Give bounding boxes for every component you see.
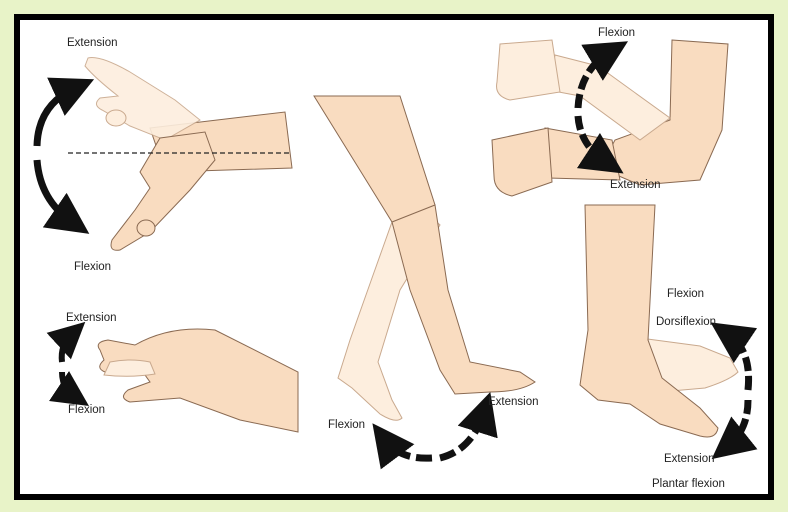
finger-flexion-arrow-icon <box>62 372 74 396</box>
wrist-hand-flexed <box>111 132 215 250</box>
label-ankle-plantar-flexion: Plantar flexion <box>652 478 725 490</box>
label-knee-extension: Extension <box>488 396 539 408</box>
label-wrist-extension: Extension <box>67 37 118 49</box>
label-elbow-flexion: Flexion <box>598 27 635 39</box>
label-knee-flexion: Flexion <box>328 419 365 431</box>
elbow-fist-flexed <box>497 40 560 100</box>
ankle-illustration: Flexion Dorsiflexion Extension Plantar f… <box>580 205 749 490</box>
elbow-fist-extended <box>492 128 552 196</box>
knee-leg-extended <box>392 205 535 394</box>
finger-flexed <box>104 360 155 376</box>
label-finger-flexion: Flexion <box>68 404 105 416</box>
label-ankle-extension: Extension <box>664 453 715 465</box>
ankle-plantar-flexion-arrow-icon <box>728 400 748 446</box>
wrist-hand-extended <box>85 58 200 140</box>
finger-illustration: Extension Flexion <box>62 312 298 432</box>
elbow-forearm-flexed <box>548 55 670 140</box>
finger-hand <box>98 329 298 432</box>
label-finger-extension: Extension <box>66 312 117 324</box>
finger-extension-arrow-icon <box>62 334 72 362</box>
wrist-illustration: Extension Flexion <box>37 37 292 273</box>
elbow-illustration: Flexion Extension <box>492 27 728 196</box>
label-wrist-flexion: Flexion <box>74 261 111 273</box>
label-ankle-dorsiflexion: Dorsiflexion <box>656 316 716 328</box>
knee-arrow-right-icon <box>440 412 484 458</box>
knee-arrow-icon <box>385 440 432 458</box>
knee-thigh <box>314 96 435 228</box>
label-elbow-extension: Extension <box>610 179 661 191</box>
wrist-extension-arrow-icon <box>37 88 75 146</box>
label-ankle-flexion: Flexion <box>667 288 704 300</box>
wrist-flexion-arrow-icon <box>37 160 72 222</box>
